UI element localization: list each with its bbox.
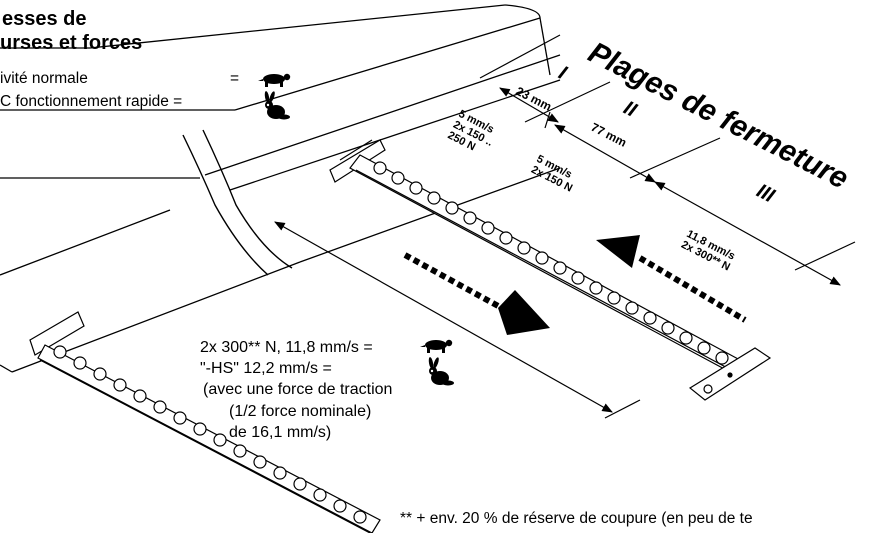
speed-note-line2: "-HS" 12,2 mm/s = <box>200 360 332 377</box>
dimension-lines <box>274 34 856 419</box>
legend-title-line1: esses de <box>2 8 87 30</box>
legend-rapid-label: C fonctionnement rapide = <box>0 93 183 110</box>
window-frame <box>0 4 561 373</box>
rabbit-icon <box>427 356 454 386</box>
footnote: ** + env. 20 % de réserve de coupure (en… <box>400 510 753 527</box>
turtle-icon <box>258 73 291 87</box>
turtle-icon <box>420 339 453 353</box>
legend-title-line2: urses et forces <box>0 32 143 54</box>
speed-note-line5: de 16,1 mm/s) <box>229 424 332 441</box>
speed-note-line4: (1/2 force nominale) <box>229 403 372 420</box>
legend-normal-equals: = <box>230 70 240 87</box>
speed-note-line3: (avec une force de traction <box>203 381 393 398</box>
legend-normal-label: ivité normale <box>0 70 88 87</box>
motion-arrows <box>403 235 747 335</box>
chain-drive-bottom <box>29 311 381 533</box>
speed-note-line1: 2x 300** N, 11,8 mm/s = <box>200 339 373 356</box>
